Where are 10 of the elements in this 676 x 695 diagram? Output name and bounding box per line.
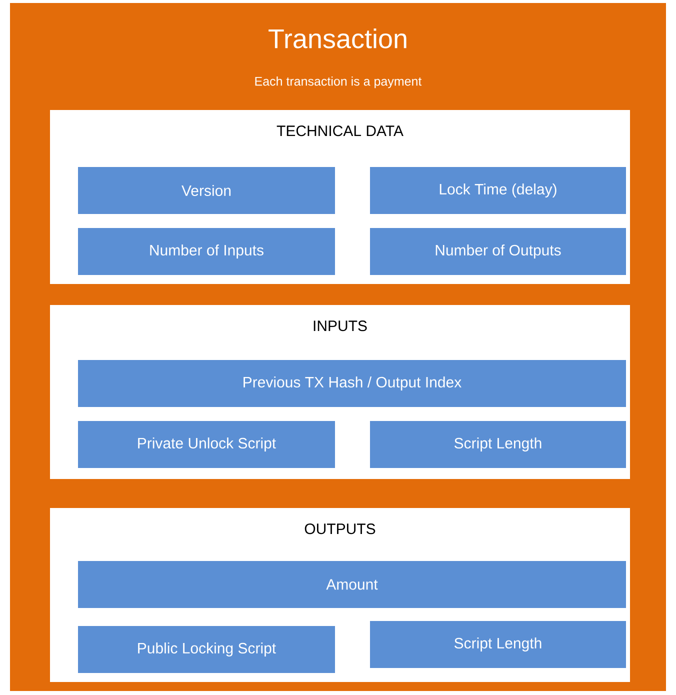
field-box: Public Locking Script (78, 626, 335, 673)
field-box: Script Length (370, 621, 626, 668)
field-box: Number of Outputs (370, 228, 626, 275)
field-box: Amount (78, 561, 626, 608)
field-box: Script Length (370, 421, 626, 468)
field-box: Private Unlock Script (78, 421, 335, 468)
field-box: Lock Time (delay) (370, 167, 626, 214)
field-box: Number of Inputs (78, 228, 335, 275)
field-box: Previous TX Hash / Output Index (78, 360, 626, 407)
field-box: Version (78, 167, 335, 214)
